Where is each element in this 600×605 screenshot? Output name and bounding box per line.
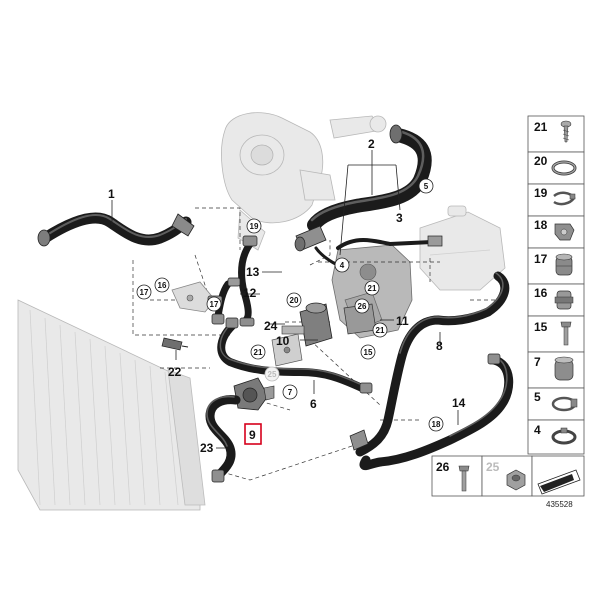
bolt-icon-26 — [458, 465, 470, 492]
svg-text:17: 17 — [210, 300, 219, 309]
sensor-22 — [161, 337, 189, 351]
circled-callout-21a: 21 — [364, 280, 380, 296]
hose-6 — [217, 317, 373, 394]
callout-8: 8 — [436, 339, 443, 353]
svg-text:19: 19 — [250, 222, 259, 231]
panel-label-20: 20 — [534, 154, 548, 168]
svg-text:16: 16 — [158, 281, 167, 290]
callout-13: 13 — [246, 265, 260, 279]
panel-label-7: 7 — [534, 355, 541, 369]
circled-callout-18: 18 — [428, 416, 444, 432]
circled-callout-5: 5 — [418, 178, 434, 194]
clamp-band-icon — [551, 396, 578, 412]
svg-text:21: 21 — [376, 326, 385, 335]
panel-label-19: 19 — [534, 186, 548, 200]
circled-callout-26: 26 — [354, 298, 370, 314]
spring-clip-icon — [553, 191, 576, 206]
callout-24: 24 — [264, 319, 278, 333]
quick-coupling-icon — [554, 290, 574, 310]
circled-callout-25: 25 — [264, 366, 280, 382]
callout-1: 1 — [108, 187, 115, 201]
svg-text:18: 18 — [432, 420, 441, 429]
panel-label-21: 21 — [534, 120, 548, 134]
coupling-sleeve-icon — [554, 356, 574, 381]
circled-callout-20: 20 — [286, 292, 302, 308]
hose-14 — [349, 353, 514, 471]
hose-1 — [37, 212, 195, 247]
svg-text:5: 5 — [424, 182, 429, 191]
highlight-box-9 — [244, 423, 262, 445]
panel-label-5: 5 — [534, 390, 541, 404]
panel-label-17: 17 — [534, 252, 548, 266]
callout-11: 11 — [396, 314, 409, 328]
bracket-clip-icon — [554, 223, 575, 241]
callout-2: 2 — [368, 137, 375, 151]
circled-callout-19: 19 — [246, 218, 262, 234]
direction-arrow-icon — [537, 469, 581, 495]
turbocharger-ghost — [221, 112, 387, 251]
svg-text:21: 21 — [254, 348, 263, 357]
callout-10: 10 — [276, 334, 290, 348]
screw-icon — [560, 120, 572, 143]
hose-23 — [205, 395, 241, 483]
bolt-icon — [560, 321, 572, 346]
bracket-24 — [271, 333, 303, 367]
panel-label-26: 26 — [436, 460, 450, 474]
circled-callout-16: 16 — [154, 277, 170, 293]
callout-22: 22 — [168, 365, 182, 379]
valve-10 — [281, 302, 333, 347]
hose-clamp-icon — [551, 160, 577, 176]
svg-text:26: 26 — [358, 302, 367, 311]
circled-callout-4: 4 — [334, 257, 350, 273]
panel-label-16: 16 — [534, 286, 548, 300]
hex-nut-icon — [506, 469, 526, 491]
panel-label-18: 18 — [534, 218, 548, 232]
callout-6: 6 — [310, 397, 317, 411]
bottom-parts-panel: 26 25 — [431, 455, 585, 497]
svg-text:20: 20 — [290, 296, 299, 305]
circled-callout-17a: 17 — [136, 284, 152, 300]
panel-label-25: 25 — [486, 460, 500, 474]
bracket-16 — [171, 281, 216, 313]
svg-text:17: 17 — [140, 288, 149, 297]
hose-3-connector — [294, 225, 327, 252]
parts-panel: 21 20 19 18 17 16 — [527, 115, 585, 455]
auxiliary-pump-9 — [233, 377, 275, 411]
leader-lines — [111, 150, 459, 449]
panel-label-4: 4 — [534, 423, 541, 437]
svg-text:7: 7 — [288, 388, 293, 397]
hose-13 — [238, 235, 258, 327]
circled-callout-7: 7 — [282, 384, 298, 400]
callout-12: 12 — [243, 286, 257, 300]
svg-text:25: 25 — [268, 370, 277, 379]
hose-clamp-icon-4 — [551, 427, 577, 445]
circled-callout-15: 15 — [360, 344, 376, 360]
svg-text:4: 4 — [340, 261, 345, 270]
circled-callout-17b: 17 — [206, 296, 222, 312]
connector-icon — [555, 253, 573, 276]
svg-text:15: 15 — [364, 348, 373, 357]
circled-callout-21b: 21 — [250, 344, 266, 360]
callout-9: 9 — [249, 428, 256, 442]
expansion-tank-ghost — [419, 205, 506, 291]
callout-23: 23 — [200, 441, 214, 455]
circled-callout-21c: 21 — [372, 322, 388, 338]
callout-14: 14 — [452, 396, 466, 410]
radiator-ghost — [17, 299, 206, 511]
callout-3: 3 — [396, 211, 403, 225]
svg-text:21: 21 — [368, 284, 377, 293]
hose-2 — [307, 124, 432, 232]
hose-8 — [355, 271, 510, 457]
panel-label-15: 15 — [534, 320, 548, 334]
drawing-number: 435528 — [546, 500, 573, 509]
